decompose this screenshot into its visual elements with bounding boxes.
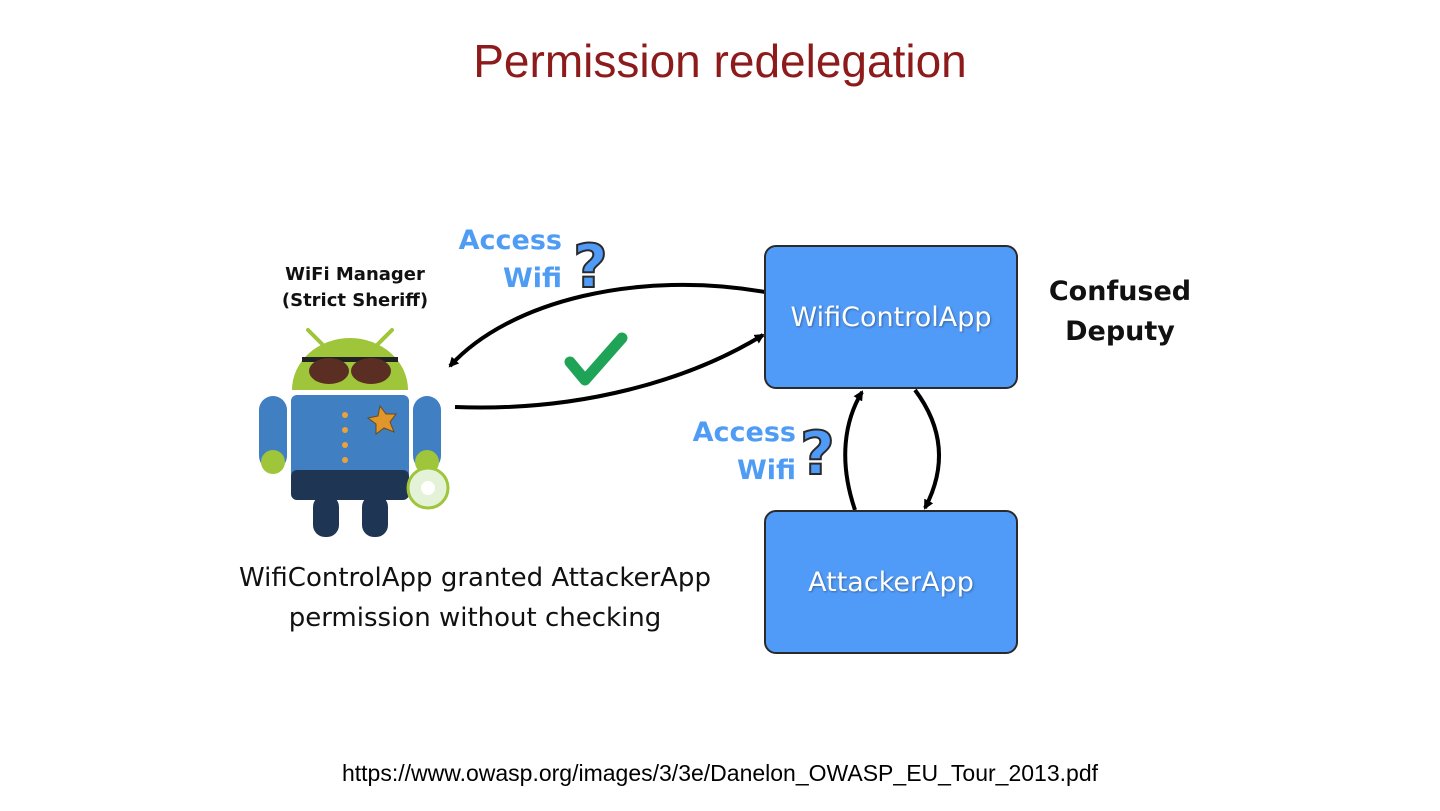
svg-text:?: ? bbox=[573, 232, 608, 302]
wifi-manager-line2: (Strict Sheriff) bbox=[281, 290, 429, 311]
access-wifi-top-line1: Access bbox=[458, 225, 562, 256]
attacker-app-box: AttackerApp bbox=[764, 510, 1018, 654]
question-mark-icon: ? bbox=[572, 231, 609, 303]
access-wifi-top-label: Access Wifi bbox=[430, 222, 562, 298]
wifi-control-app-label: WifiControlApp bbox=[790, 301, 992, 333]
diagram-caption: WifiControlApp granted AttackerApp permi… bbox=[180, 558, 770, 638]
access-wifi-top-line2: Wifi bbox=[502, 263, 562, 294]
arrow-request-to-manager bbox=[448, 282, 766, 368]
attacker-app-label: AttackerApp bbox=[808, 566, 974, 598]
source-url: https://www.owasp.org/images/3/3e/Danelo… bbox=[341, 760, 1098, 786]
caption-line2: permission without checking bbox=[288, 603, 662, 633]
wifi-manager-line1: WiFi Manager bbox=[285, 264, 425, 285]
wifi-control-app-box: WifiControlApp bbox=[764, 245, 1018, 389]
arrow-grant-to-app bbox=[454, 333, 765, 410]
question-mark-icon: ? bbox=[799, 418, 836, 490]
caption-line1: WifiControlApp granted AttackerApp bbox=[239, 563, 711, 593]
access-wifi-bottom-line2: Wifi bbox=[736, 455, 796, 486]
arrow-grant-to-attacker bbox=[913, 388, 941, 510]
arrow-attacker-request bbox=[843, 390, 864, 511]
access-wifi-bottom-label: Access Wifi bbox=[660, 414, 796, 490]
android-sheriff-icon bbox=[259, 328, 450, 537]
access-wifi-bottom-line1: Access bbox=[692, 417, 796, 448]
svg-text:?: ? bbox=[800, 419, 835, 489]
checkmark-icon bbox=[564, 332, 628, 386]
confused-deputy-line1: Confused bbox=[1048, 276, 1192, 307]
slide-title: Permission redelegation bbox=[473, 35, 967, 87]
confused-deputy-label: Confused Deputy bbox=[1030, 272, 1210, 352]
wifi-manager-label: WiFi Manager (Strict Sheriff) bbox=[250, 262, 460, 314]
confused-deputy-line2: Deputy bbox=[1065, 316, 1175, 347]
